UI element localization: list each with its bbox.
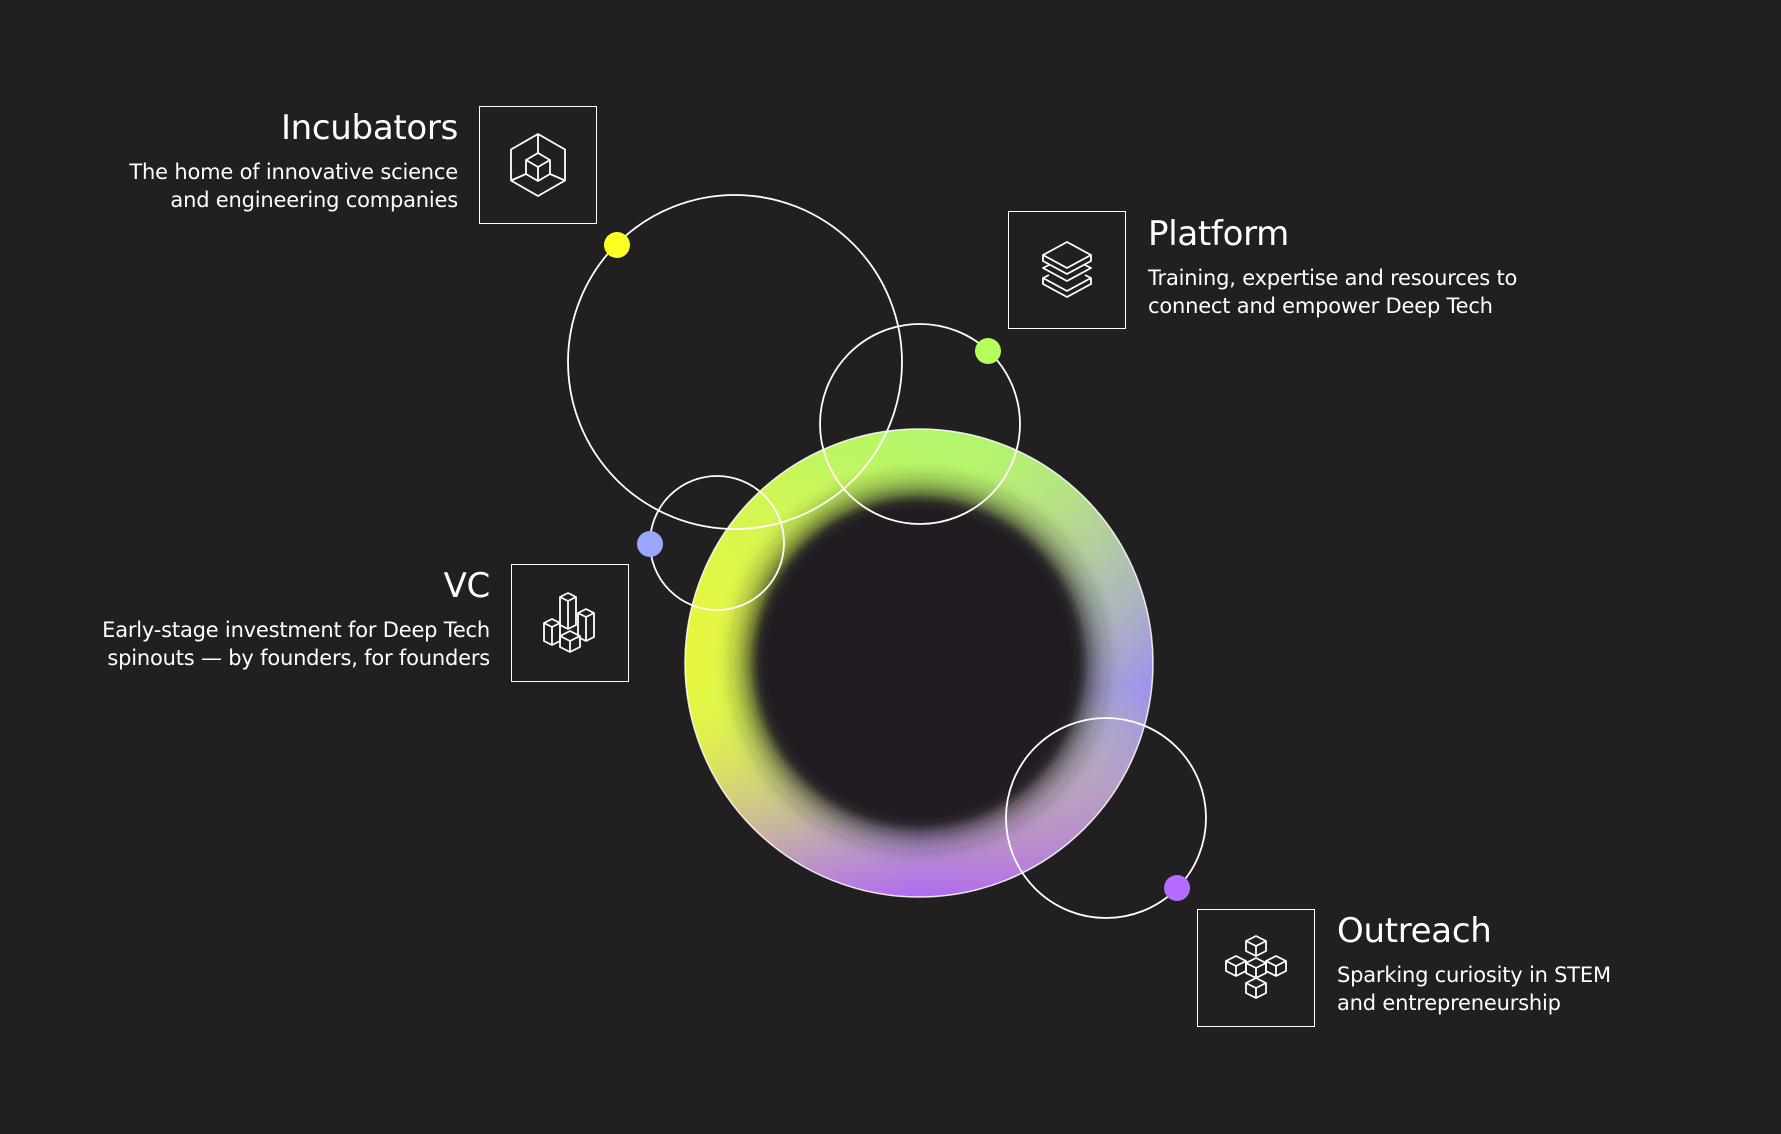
platform-description-line1: Training, expertise and resources to — [1148, 266, 1518, 290]
outreach-dot — [1164, 875, 1190, 901]
incubators-title: Incubators — [280, 108, 458, 148]
layers-icon — [1042, 241, 1092, 298]
vc-label: VC Early-stage investment for Deep Tech … — [40, 566, 490, 672]
vc-dot — [637, 531, 663, 557]
vc-description-line1: Early-stage investment for Deep Tech — [102, 618, 490, 642]
vc-icon-box — [511, 564, 629, 682]
outreach-description-line2: and entrepreneurship — [1337, 991, 1561, 1015]
gradient-ring — [684, 428, 1154, 898]
platform-label: Platform Training, expertise and resourc… — [1148, 214, 1588, 320]
platform-icon-box — [1008, 211, 1126, 329]
outreach-description-line1: Sparking curiosity in STEM — [1337, 963, 1611, 987]
incubators-description-line2: and engineering companies — [170, 188, 458, 212]
incubators-icon-box — [479, 106, 597, 224]
cube-icon — [510, 133, 566, 197]
outreach-circle — [1005, 717, 1207, 919]
incubators-label: Incubators The home of innovative scienc… — [60, 108, 458, 214]
incubators-description-line1: The home of innovative science — [129, 160, 458, 184]
blocks-icon — [543, 592, 595, 653]
platform-title: Platform — [1148, 214, 1289, 254]
outreach-title: Outreach — [1337, 911, 1492, 951]
incubators-circle — [567, 194, 903, 530]
platform-circle — [819, 323, 1021, 525]
vc-description-line2: spinouts — by founders, for founders — [107, 646, 490, 670]
cross-cubes-icon — [1225, 935, 1287, 999]
platform-dot — [975, 338, 1001, 364]
outreach-label: Outreach Sparking curiosity in STEM and … — [1337, 911, 1737, 1017]
platform-description-line2: connect and empower Deep Tech — [1148, 294, 1493, 318]
vc-title: VC — [443, 566, 491, 606]
incubators-dot — [604, 232, 630, 258]
outreach-icon-box — [1197, 909, 1315, 1027]
